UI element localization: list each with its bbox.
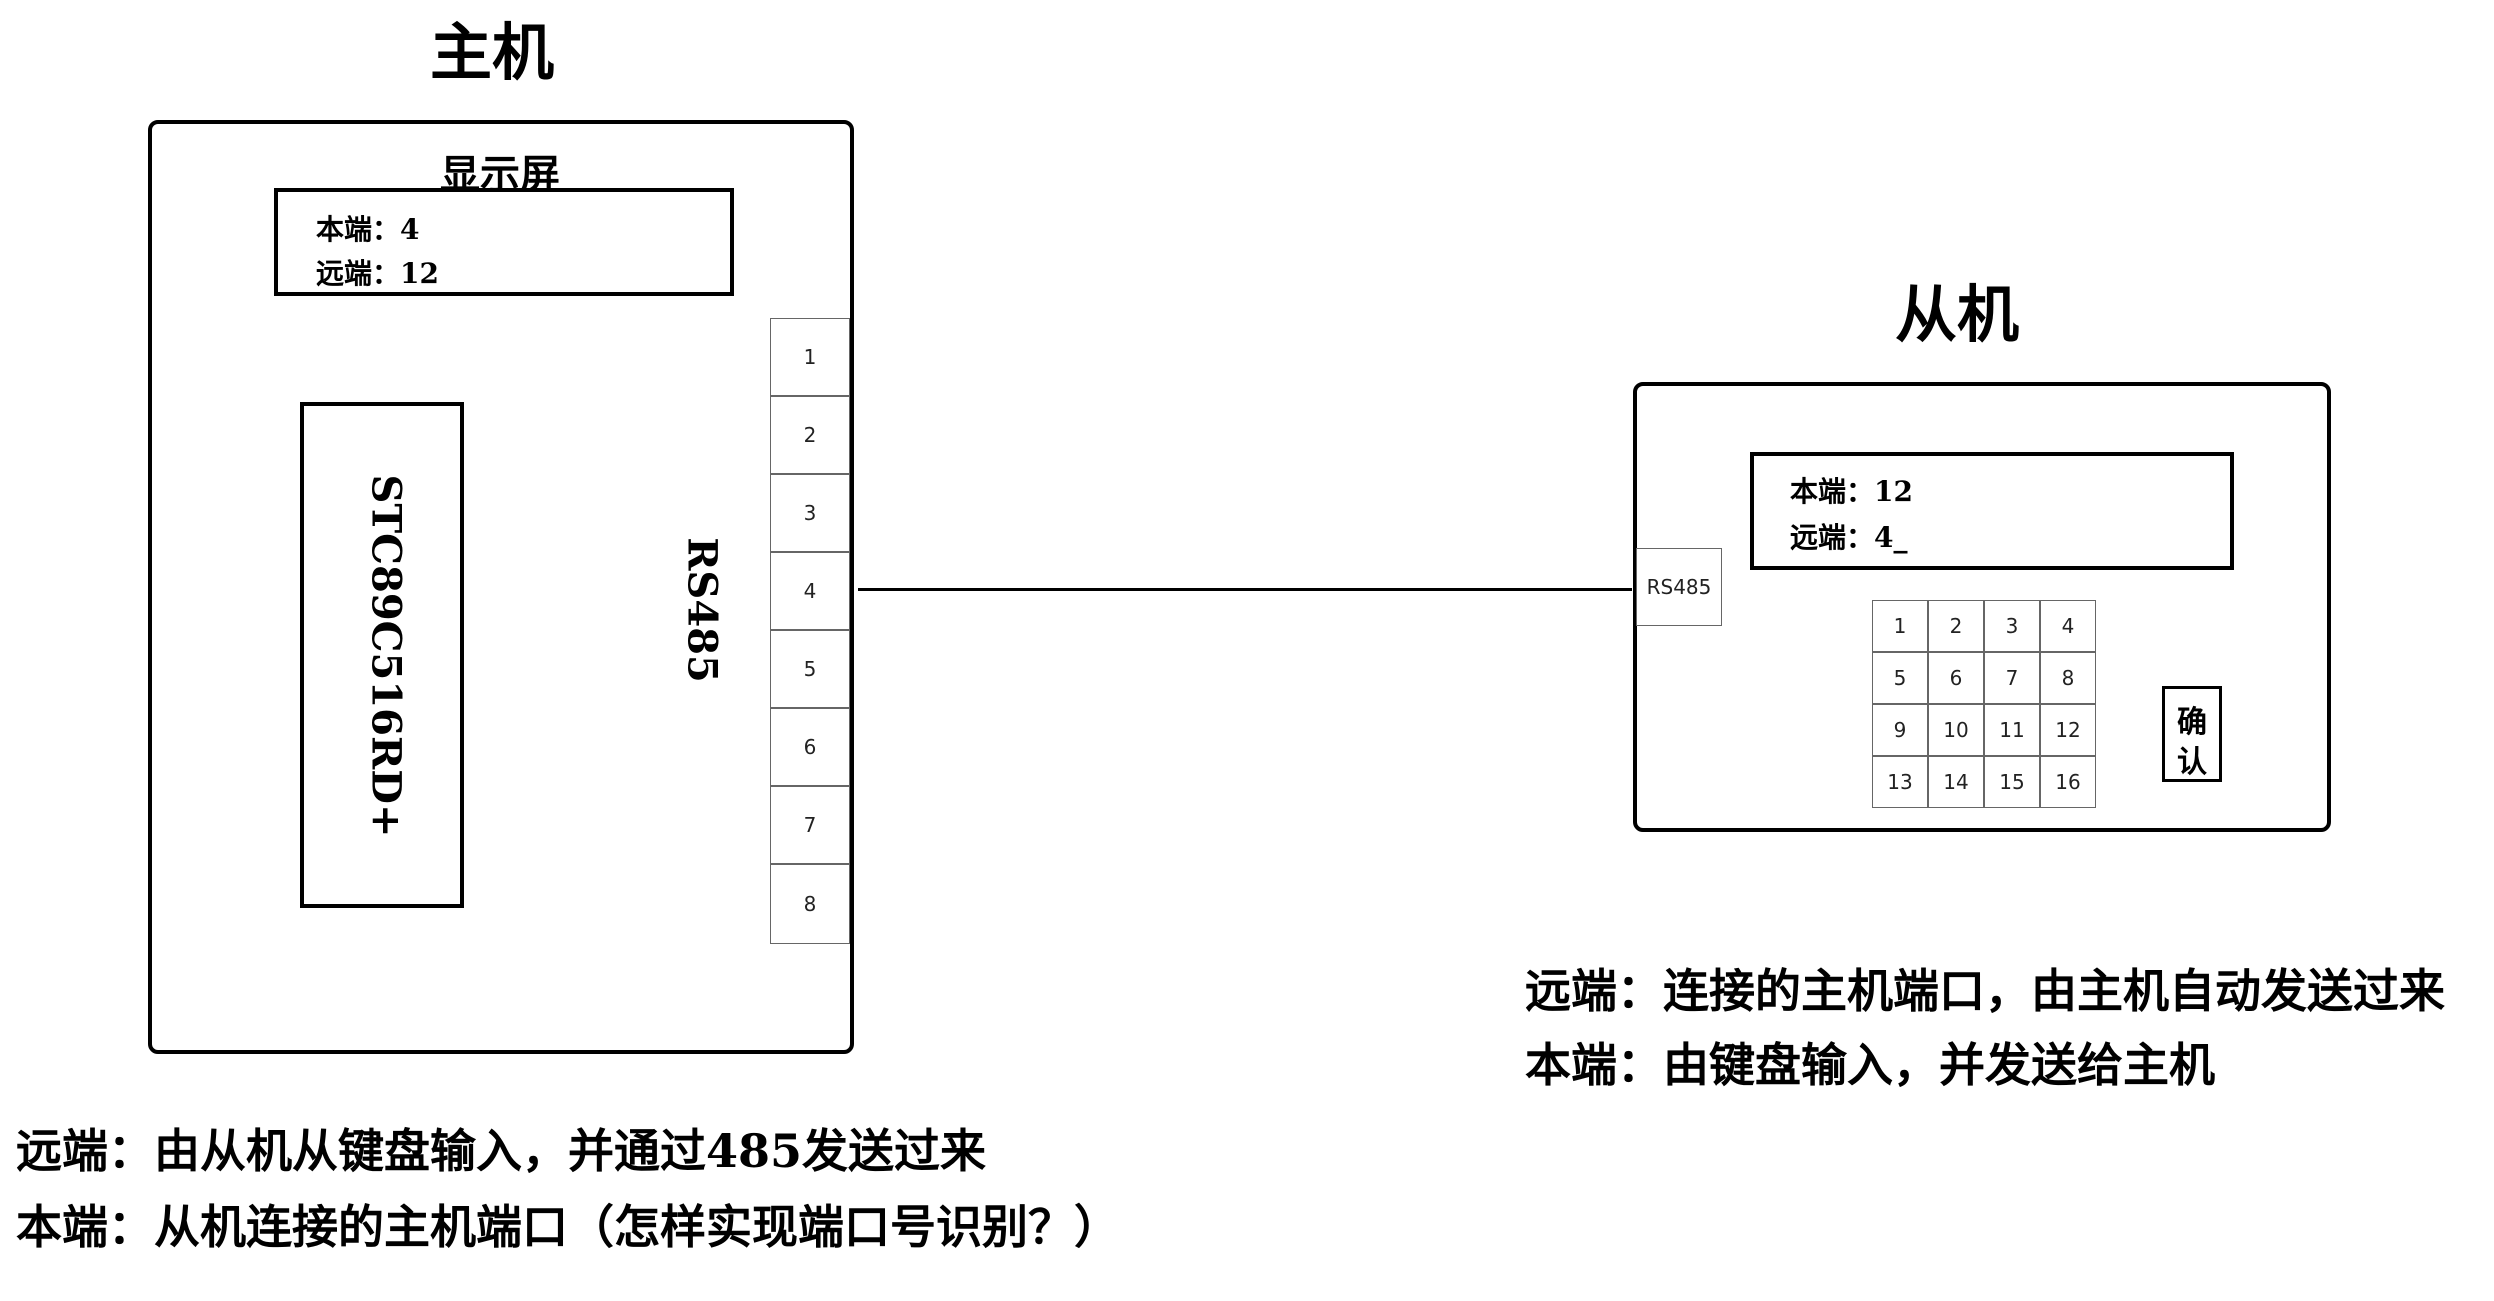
keypad-key[interactable]: 13 [1872, 756, 1928, 808]
rs485-connection-line [858, 588, 1632, 591]
keypad-key[interactable]: 11 [1984, 704, 2040, 756]
master-port-strip: 1 2 3 4 5 6 7 8 [770, 318, 850, 944]
keypad-key[interactable]: 8 [2040, 652, 2096, 704]
keypad-key[interactable]: 10 [1928, 704, 1984, 756]
master-title: 主机 [430, 16, 555, 89]
keypad-key[interactable]: 14 [1928, 756, 1984, 808]
master-port: 3 [770, 474, 850, 552]
slave-remote-value: 远端：4_ [1790, 521, 1908, 554]
confirm-char: 确 [2177, 705, 2207, 740]
master-note-remote: 远端：由从机从键盘输入，并通过485发送过来 [16, 1124, 987, 1178]
keypad-key[interactable]: 6 [1928, 652, 1984, 704]
slave-display-screen: 本端：12 远端：4_ [1750, 452, 2234, 570]
keypad-key[interactable]: 2 [1928, 600, 1984, 652]
mcu-chip-label: STC89C516RD+ [362, 474, 410, 838]
keypad-key[interactable]: 9 [1872, 704, 1928, 756]
slave-note-remote: 远端：连接的主机端口，由主机自动发送过来 [1525, 964, 2445, 1018]
confirm-button[interactable]: 确 认 [2162, 686, 2222, 782]
keypad-key[interactable]: 4 [2040, 600, 2096, 652]
master-display-screen: 本端：4 远端：12 [274, 188, 734, 296]
master-port: 4 [770, 552, 850, 630]
master-port: 2 [770, 396, 850, 474]
keypad-key[interactable]: 15 [1984, 756, 2040, 808]
master-port: 7 [770, 786, 850, 864]
keypad-key[interactable]: 16 [2040, 756, 2096, 808]
master-port: 6 [770, 708, 850, 786]
slave-title: 从机 [1895, 278, 2020, 351]
keypad-key[interactable]: 7 [1984, 652, 2040, 704]
slave-local-value: 本端：12 [1790, 475, 1913, 508]
master-remote-value: 远端：12 [316, 257, 439, 290]
master-local-value: 本端：4 [316, 213, 420, 246]
keypad: 1 2 3 4 5 6 7 8 9 10 11 12 13 14 15 16 [1872, 600, 2096, 808]
master-rs485-label: RS485 [678, 537, 726, 683]
keypad-key[interactable]: 12 [2040, 704, 2096, 756]
mcu-chip: STC89C516RD+ [300, 402, 464, 908]
keypad-key[interactable]: 3 [1984, 600, 2040, 652]
slave-rs485-port: RS485 [1636, 548, 1722, 626]
slave-note-local: 本端：由键盘输入，并发送给主机 [1525, 1038, 2215, 1092]
keypad-key[interactable]: 5 [1872, 652, 1928, 704]
master-port: 8 [770, 864, 850, 944]
master-port: 1 [770, 318, 850, 396]
keypad-key[interactable]: 1 [1872, 600, 1928, 652]
confirm-char: 认 [2177, 745, 2207, 780]
master-port: 5 [770, 630, 850, 708]
master-note-local: 本端：从机连接的主机端口（怎样实现端口号识别？） [16, 1200, 1120, 1254]
